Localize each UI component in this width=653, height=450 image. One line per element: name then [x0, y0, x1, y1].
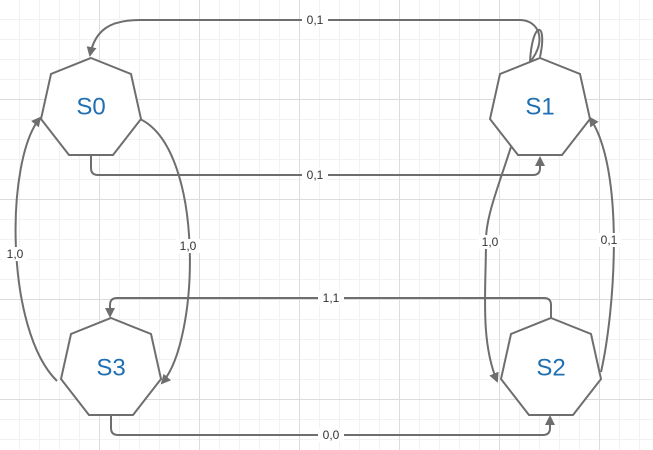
- state-s1[interactable]: S1: [488, 56, 592, 156]
- transition-label: 0,1: [601, 233, 618, 247]
- transition-label: 0,1: [307, 13, 324, 27]
- state-s0[interactable]: S0: [39, 56, 143, 156]
- transition-s0-to-s1[interactable]: 0,1: [90, 156, 545, 182]
- transition-label: 0,0: [323, 428, 340, 442]
- transition-s1-to-s2[interactable]: 1,0: [478, 28, 544, 383]
- transition-label: 1,1: [323, 291, 340, 305]
- transition-s0-to-s3[interactable]: 1,0: [139, 118, 200, 385]
- transition-s1-to-s0[interactable]: 0,1: [86, 13, 541, 63]
- transition-s3-to-s0[interactable]: 1,0: [3, 116, 58, 382]
- state-label: S0: [76, 94, 105, 121]
- transition-s3-to-s2[interactable]: 0,0: [110, 415, 555, 442]
- transition-s2-to-s1[interactable]: 0,1: [588, 116, 621, 373]
- state-s3[interactable]: S3: [59, 316, 163, 416]
- transition-label: 1,0: [482, 235, 499, 249]
- state-s2[interactable]: S2: [499, 316, 603, 416]
- transition-label: 0,1: [307, 168, 324, 182]
- state-label: S1: [525, 94, 554, 121]
- transition-label: 1,0: [7, 247, 24, 261]
- state-label: S2: [536, 355, 565, 382]
- state-label: S3: [96, 355, 125, 382]
- transition-label: 1,0: [180, 239, 197, 253]
- transition-s2-to-s3[interactable]: 1,1: [105, 291, 552, 318]
